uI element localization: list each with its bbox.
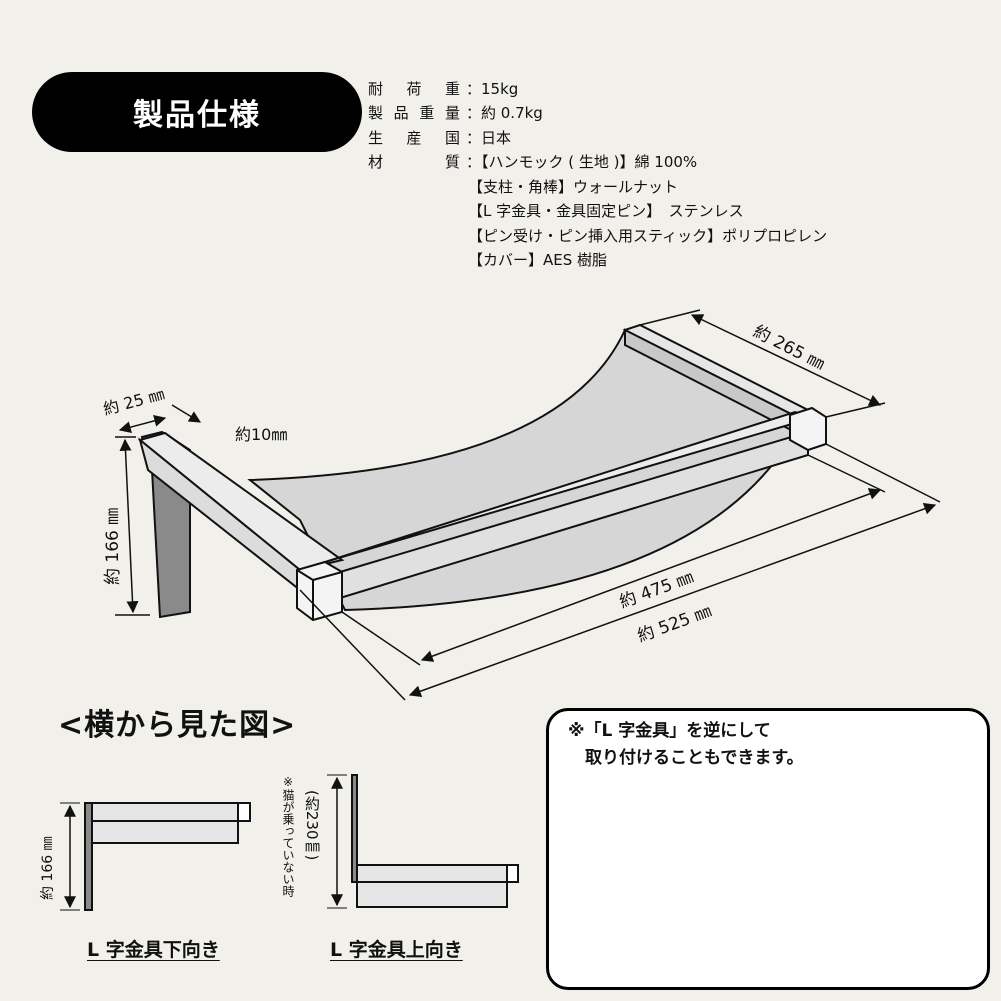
side-up-height: (約230㎜) (303, 790, 321, 861)
inset-box (546, 708, 990, 990)
spec-label: 材質 (368, 153, 460, 171)
dim-thickness: 約10㎜ (235, 425, 287, 444)
spec-title: 製品仕様 (133, 98, 261, 133)
spec-value: ：日本 (466, 129, 512, 147)
material-item: 【ピン受け・ピン挿入用スティック】ポリプロピレン (468, 227, 828, 245)
spec-label: 生産国 (368, 129, 460, 147)
side-up-note: ※猫が乗っていない時 (281, 775, 295, 897)
side-view-title: <横から見た図> (58, 708, 297, 743)
spec-row: 生産国 ：日本 (368, 126, 511, 151)
dim-width-bracket: 約 25 ㎜ (101, 384, 166, 419)
spec-row: 耐荷重 ：15kg (368, 77, 518, 102)
caption-bracket-up: L 字金具上向き (330, 939, 463, 961)
spec-row: 製品重量 ：約 0.7kg (368, 101, 543, 126)
inset-note: ※「L 字金具」を逆にして 取り付けることもできます。 (568, 721, 804, 768)
spec-label: 耐荷重 (368, 80, 460, 98)
material-item: 【支柱・角棒】ウォールナット (468, 178, 679, 196)
side-down-height: 約 166 ㎜ (40, 836, 56, 900)
spec-label: 製品重量 (368, 104, 460, 122)
dim-height: 約 166 ㎜ (103, 508, 123, 585)
side-view-up (327, 774, 519, 909)
end-cap (789, 406, 827, 452)
caption-bracket-down: L 字金具下向き (87, 939, 220, 961)
side-view-down (60, 802, 251, 911)
spec-value: ：15kg (466, 80, 519, 98)
spec-title-badge: 製品仕様 (32, 72, 362, 152)
spec-value: ：約 0.7kg (466, 104, 543, 122)
material-item: 【L 字金具・金具固定ピン】 ステンレス (468, 202, 744, 220)
spec-value: ：【ハンモック ( 生地 )】綿 100% (466, 153, 698, 171)
spec-row: 材質 ：【ハンモック ( 生地 )】綿 100% (368, 150, 697, 175)
material-item: 【カバー】AES 樹脂 (468, 251, 608, 269)
dim-total-length: 約 525 ㎜ (635, 601, 714, 646)
